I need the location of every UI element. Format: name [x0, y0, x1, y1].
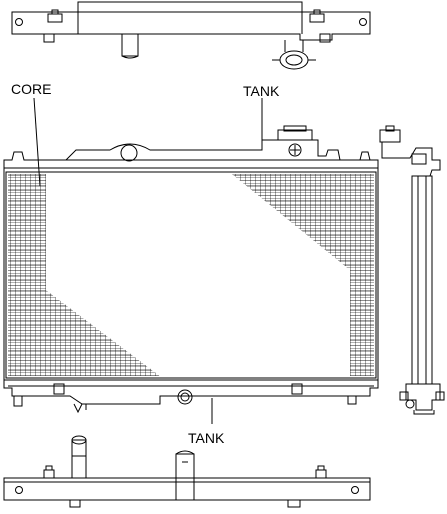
top-view	[11, 1, 371, 70]
bottom-view	[3, 435, 371, 508]
tank-lower-label: TANK	[188, 430, 225, 446]
front-view	[3, 97, 379, 424]
core-leader-line	[33, 97, 41, 187]
side-view	[379, 125, 445, 415]
tank-upper-label: TANK	[243, 83, 280, 99]
radiator-core	[8, 174, 374, 376]
core-label: CORE	[11, 81, 52, 97]
